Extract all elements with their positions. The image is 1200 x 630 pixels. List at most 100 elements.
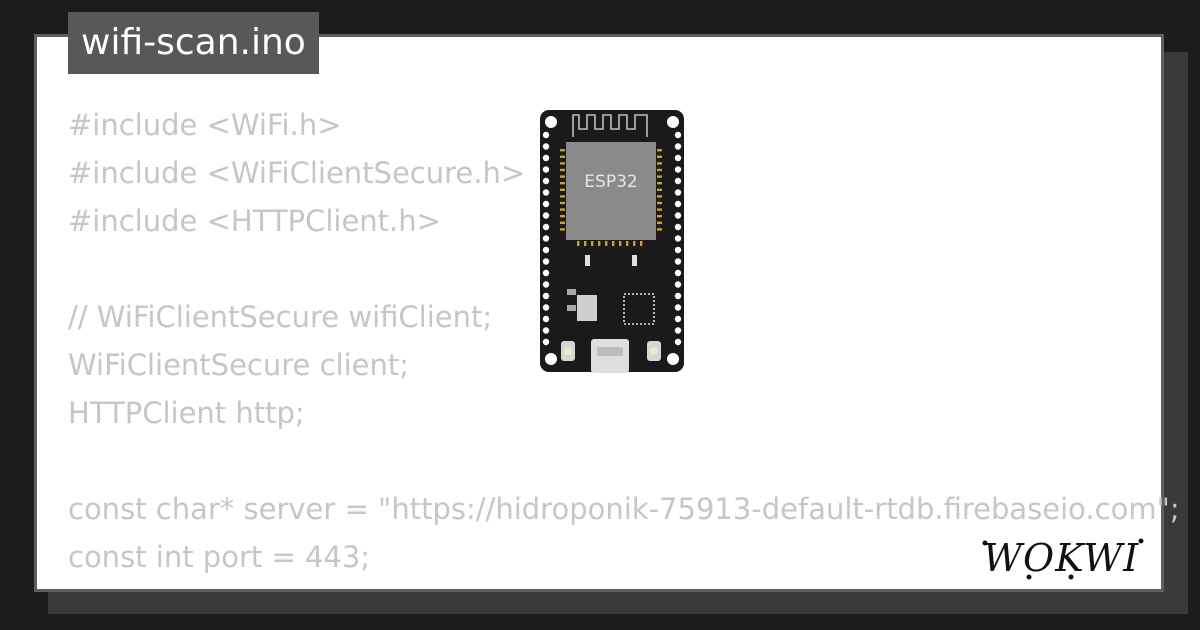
header-pin [674,327,682,334]
header-pin [674,246,682,254]
module-pin [560,195,565,198]
button-cap [650,347,658,355]
header-pin [674,143,682,150]
module-pin [657,168,662,172]
module-pin [657,155,662,158]
header-pin [674,292,682,300]
header-pin [542,281,550,288]
chip-label: ESP32 [584,172,637,192]
header-pin [674,235,682,242]
logo-dot [1068,574,1074,580]
header-pin [674,131,682,139]
module-pin [657,182,662,185]
code-preview: #include <WiFi.h> #include <WiFiClientSe… [68,101,1180,581]
wokwi-logo: WOKWI [982,536,1144,580]
header-pin [674,269,682,277]
usb-port-slot [597,347,623,356]
header-pin [674,166,682,173]
header-pin [542,189,550,196]
module-pin [612,241,615,246]
code-line: HTTPClient http; [68,396,305,430]
header-pin [674,200,682,208]
header-pin [542,154,550,162]
header-pin [674,189,682,196]
header-pin [542,200,550,208]
module-pin [626,241,629,246]
module-pin [560,188,565,191]
capacitor [585,255,590,266]
module-pin [584,241,587,246]
module-pin [577,241,580,246]
module-pin [633,241,636,246]
regulator-tab [567,305,576,311]
module-pin [657,188,662,191]
wokwi-wordmark: WOKWI [983,536,1139,580]
header-pin [674,338,682,346]
header-pin [674,177,682,185]
module-pin [560,168,565,172]
module-pin [591,241,594,246]
esp32-board-image: ESP32 [540,110,684,373]
code-line: WiFiClientSecure client; [68,348,410,382]
module-pin [560,149,565,152]
header-pin [542,212,550,219]
header-pin [542,223,550,231]
header-pin [542,246,550,254]
module-pin [560,221,565,224]
logo-dot [1026,574,1032,580]
module-pin [619,241,622,246]
module-pin [605,241,608,246]
mounting-hole [545,116,557,128]
button-cap [564,347,572,355]
code-line: const int port = 443; [68,540,371,574]
header-pin [542,166,550,173]
code-line: #include <WiFi.h> [68,108,342,142]
module-pin [657,215,662,218]
header-pin [542,292,550,300]
code-line: #include <HTTPClient.h> [68,204,441,238]
module-pin [657,175,662,178]
header-pins [542,131,682,346]
preview-card: #include <WiFi.h> #include <WiFiClientSe… [34,34,1180,592]
code-line: const char* server = "https://hidroponik… [68,492,1180,526]
module-pin [598,241,601,246]
code-line [68,437,1158,485]
module-pin [657,195,662,198]
module-pin [657,221,662,224]
module-pin [657,228,662,231]
module-pin [560,155,565,158]
module-pin [560,201,565,205]
logo-dot [982,540,988,546]
usb-serial-chip [623,293,655,325]
esp32-chip [566,142,656,240]
module-pin [560,215,565,218]
module-pins [560,149,662,246]
header-pin [674,212,682,219]
header-pin [674,258,682,265]
module-pin [560,208,565,211]
header-pin [542,315,550,323]
header-pin [542,143,550,150]
code-line: // WiFiClientSecure wifiClient; [68,300,493,334]
antenna-trace [572,114,648,137]
header-pin [542,131,550,139]
file-tab[interactable]: wifi-scan.ino [68,12,319,74]
header-pin [674,304,682,311]
mounting-hole [667,116,679,128]
module-pin [657,201,662,205]
logo-dot [1138,538,1144,544]
header-pin [542,235,550,242]
module-pin [657,208,662,211]
code-line: #include <WiFiClientSecure.h> [68,156,526,190]
header-pin [542,258,550,265]
header-pin [542,269,550,277]
header-pin [542,338,550,346]
module-pin [560,175,565,178]
header-pin [674,281,682,288]
header-pin [674,223,682,231]
header-pin [674,154,682,162]
module-pin [560,182,565,185]
module-pin [640,241,643,246]
capacitor [632,255,637,266]
module-pin [657,162,662,165]
